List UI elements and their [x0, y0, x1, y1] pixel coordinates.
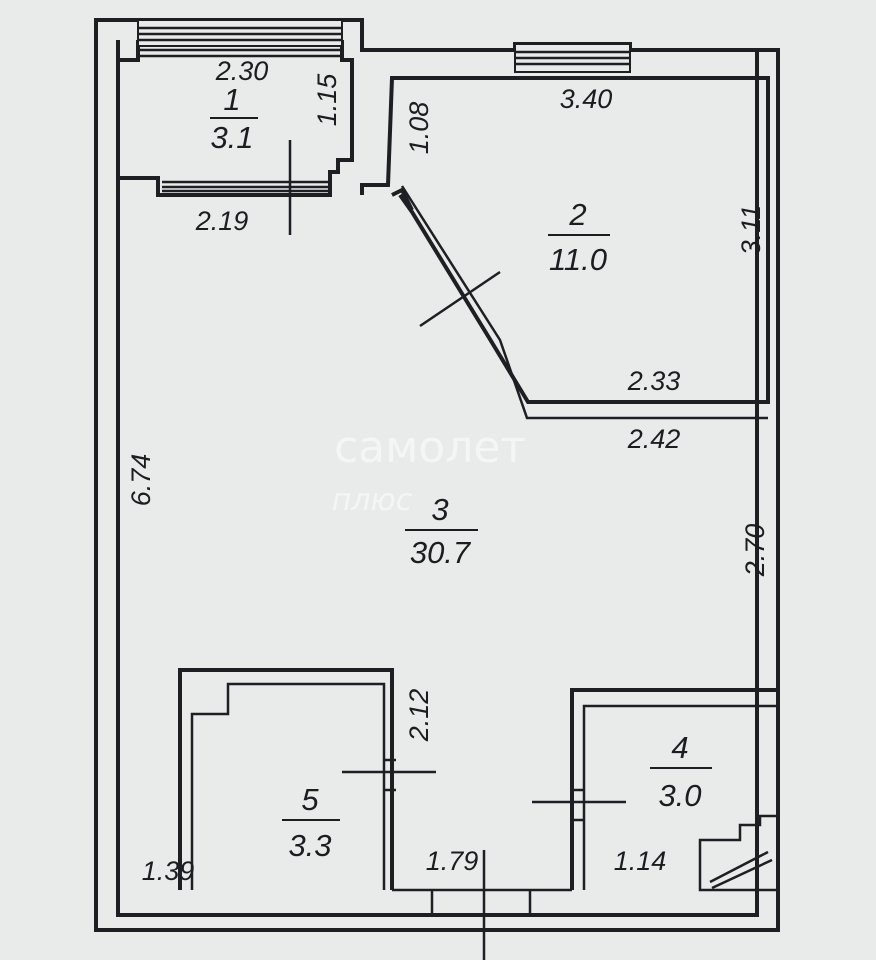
room-4-number: 4 [671, 730, 688, 765]
window-room-1 [137, 19, 343, 47]
dim-r2-bottom: 2.33 [627, 366, 681, 396]
room-1-area: 3.1 [210, 120, 253, 155]
room-2-label: 2 11.0 [548, 197, 610, 277]
room-2-walls [360, 76, 770, 420]
dim-r4-bottom: 1.14 [614, 846, 667, 876]
room-4-walls [532, 688, 780, 892]
room-3-area: 30.7 [410, 535, 472, 570]
dim-r3-right: 2.70 [740, 524, 770, 578]
dim-r1-width: 2.30 [215, 56, 269, 86]
entry-door [392, 850, 572, 960]
watermark-line1: самолет [334, 422, 526, 473]
dim-r3-top: 2.42 [627, 424, 681, 454]
room-2-number: 2 [568, 197, 586, 232]
dim-r2-left: 1.08 [404, 102, 434, 155]
window-room-2 [514, 43, 631, 73]
room-1-label: 1 3.1 [210, 82, 258, 155]
room-4-label: 4 3.0 [650, 730, 712, 813]
dim-r1-bottom: 2.19 [195, 206, 249, 236]
dim-r5-height: 2.12 [404, 689, 434, 743]
inner-wall-outline [116, 40, 759, 917]
room-4-area: 3.0 [658, 778, 701, 813]
room-3-label: 3 30.7 [405, 492, 478, 570]
watermark: самолет плюс [332, 422, 526, 518]
watermark-line2: плюс [332, 483, 413, 518]
dim-r2-top: 3.40 [560, 84, 613, 114]
room-3-number: 3 [431, 492, 448, 527]
room-5-label: 5 3.3 [282, 782, 340, 863]
room-5-walls [178, 668, 436, 890]
room-2-area: 11.0 [549, 242, 607, 277]
dim-r5-left: 1.39 [142, 856, 195, 886]
room-5-number: 5 [301, 782, 319, 817]
dim-r3-left: 6.74 [126, 454, 156, 507]
room-1-number: 1 [223, 82, 240, 117]
dim-r3-bottom: 1.79 [426, 846, 479, 876]
dim-r2-right: 3.11 [736, 205, 766, 256]
dim-r1-depth: 1.15 [312, 73, 342, 127]
dimension-labels: 2.30 1.15 2.19 1.08 3.40 3.11 2.33 2.42 … [126, 56, 770, 886]
stair-shaft [698, 814, 780, 892]
room-5-area: 3.3 [288, 828, 331, 863]
